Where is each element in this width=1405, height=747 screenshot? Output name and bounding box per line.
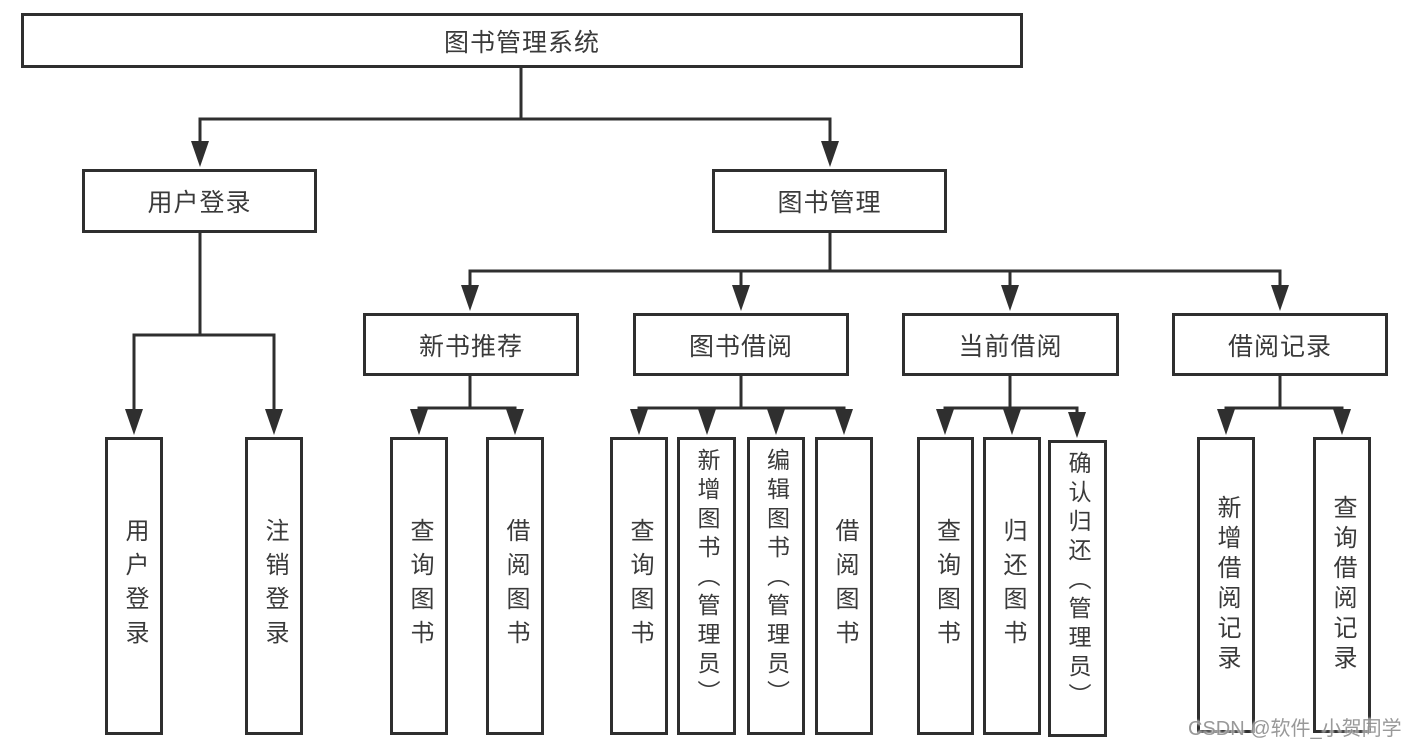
leaf-cb-query-books: 查询图书 <box>917 437 974 735</box>
node-borrowing-records: 借阅记录 <box>1172 313 1388 376</box>
node-book-borrowing-label: 图书借阅 <box>688 332 793 361</box>
node-root-label: 图书管理系统 <box>443 28 600 57</box>
leaf-logout-label: 注销登录 <box>261 518 288 654</box>
leaf-nbr-query-books-label: 查询图书 <box>406 518 433 654</box>
node-book-borrowing: 图书借阅 <box>633 313 849 376</box>
leaf-nbr-borrow-books-label: 借阅图书 <box>502 518 529 654</box>
leaf-bb-borrow-books: 借阅图书 <box>815 437 873 735</box>
leaf-br-query-record: 查询借阅记录 <box>1313 437 1371 733</box>
leaf-bb-borrow-books-label: 借阅图书 <box>831 518 858 654</box>
leaf-br-add-record: 新增借阅记录 <box>1197 437 1255 733</box>
leaf-cb-confirm-return-admin: 确认归还（管理员） <box>1048 440 1107 737</box>
leaf-logout: 注销登录 <box>245 437 303 735</box>
leaf-cb-query-books-label: 查询图书 <box>932 518 960 654</box>
node-user-login-label: 用户登录 <box>147 189 252 217</box>
leaf-bb-query-books-label: 查询图书 <box>626 518 653 654</box>
leaf-bb-edit-books-admin: 编辑图书（管理员） <box>747 437 805 735</box>
leaf-bb-edit-books-admin-label: 编辑图书（管理员） <box>763 448 790 709</box>
csdn-watermark: CSDN @软件_小贺同学 <box>1188 718 1402 740</box>
leaf-bb-add-books-admin-label: 新增图书（管理员） <box>694 448 720 709</box>
leaf-br-add-record-label: 新增借阅记录 <box>1213 495 1240 675</box>
node-current-borrowing-label: 当前借阅 <box>958 332 1063 361</box>
leaf-nbr-borrow-books: 借阅图书 <box>486 437 544 735</box>
leaf-bb-query-books: 查询图书 <box>610 437 668 735</box>
node-current-borrowing: 当前借阅 <box>902 313 1119 376</box>
leaf-user-login-label: 用户登录 <box>121 518 148 654</box>
node-root-system: 图书管理系统 <box>21 13 1023 68</box>
leaf-cb-confirm-return-admin-label: 确认归还（管理员） <box>1065 451 1091 712</box>
leaf-cb-return-books: 归还图书 <box>983 437 1041 735</box>
node-book-management-label: 图书管理 <box>777 189 882 217</box>
node-book-management: 图书管理 <box>712 169 947 233</box>
node-new-book-recommend: 新书推荐 <box>363 313 579 376</box>
leaf-br-query-record-label: 查询借阅记录 <box>1329 495 1356 675</box>
node-user-login: 用户登录 <box>82 169 317 233</box>
leaf-user-login: 用户登录 <box>105 437 163 735</box>
node-new-book-recommend-label: 新书推荐 <box>418 332 523 361</box>
leaf-cb-return-books-label: 归还图书 <box>999 518 1026 654</box>
node-borrowing-records-label: 借阅记录 <box>1227 332 1332 361</box>
leaf-bb-add-books-admin: 新增图书（管理员） <box>677 437 736 735</box>
leaf-nbr-query-books: 查询图书 <box>390 437 448 735</box>
arrowheads <box>125 141 1351 438</box>
